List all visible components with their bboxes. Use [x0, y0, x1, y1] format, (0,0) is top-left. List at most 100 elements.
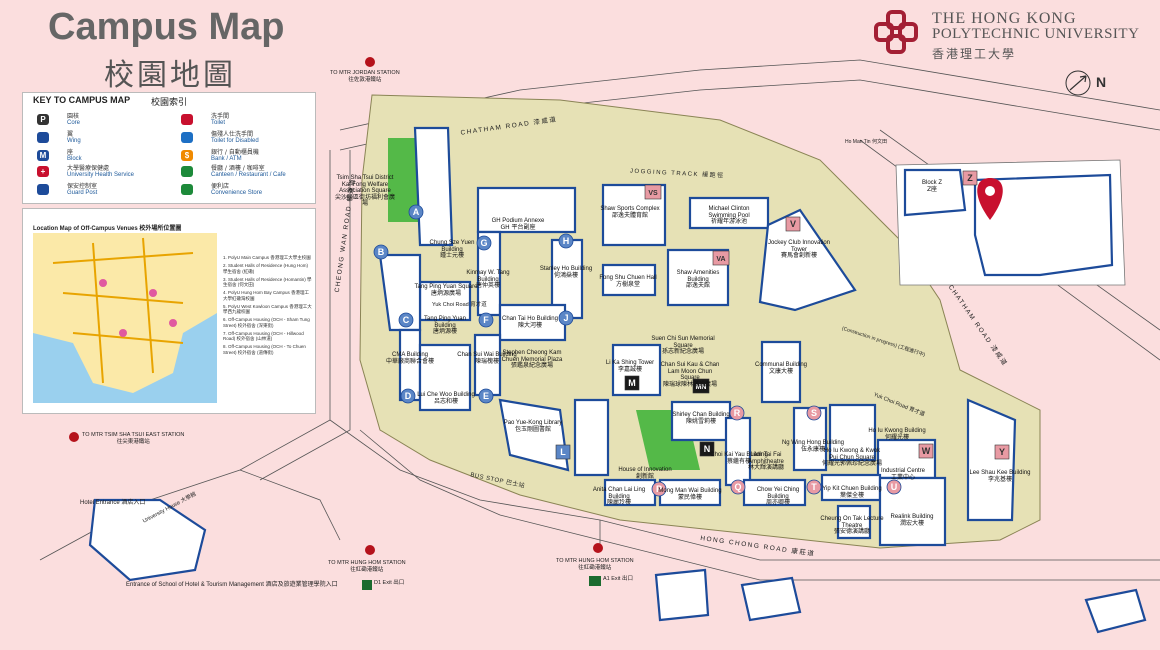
core-y[interactable]: Y — [994, 444, 1010, 460]
core-v[interactable]: V — [785, 216, 801, 232]
core-a[interactable]: A — [408, 204, 424, 220]
campus-buildings — [88, 126, 1147, 634]
wing-icon — [37, 132, 49, 143]
page-title-zh: 校園地圖 — [104, 58, 236, 93]
road-yuk-choi: Yuk Choi Road 育才道 — [432, 302, 487, 308]
core-label: Z — [967, 173, 973, 183]
health-icon: + — [37, 166, 49, 177]
exit-a1-badge — [589, 576, 601, 586]
core-p[interactable]: P — [651, 481, 667, 497]
core-label: J — [563, 313, 568, 323]
core-label: Q — [734, 482, 741, 492]
core-q[interactable]: Q — [730, 479, 746, 495]
core-e[interactable]: E — [478, 388, 494, 404]
core-r[interactable]: R — [729, 405, 745, 421]
core-icon: P — [37, 114, 49, 125]
location-map-title: Location Map of Off-Campus Venues 校外場所位置… — [33, 226, 182, 232]
core-n[interactable]: N — [699, 441, 715, 457]
store-icon — [181, 184, 193, 195]
core-t[interactable]: T — [806, 479, 822, 495]
building-welfare-square[interactable]: Tsim Sha Tsui District Kai Fong Welfare … — [334, 175, 395, 207]
core-d[interactable]: D — [400, 388, 416, 404]
core-label: H — [563, 236, 570, 246]
core-f[interactable]: F — [478, 312, 494, 328]
building-chan-sui-kau[interactable]: Chan Sui Kau & Chan Lam Moon Chun Square… — [660, 362, 720, 388]
core-j[interactable]: J — [558, 310, 574, 326]
core-u[interactable]: U — [886, 479, 902, 495]
core-m[interactable]: M — [624, 375, 640, 391]
atm-icon: $ — [181, 150, 193, 161]
core-mn[interactable]: MN — [692, 378, 710, 394]
core-label: R — [734, 408, 741, 418]
core-label: L — [560, 447, 566, 457]
core-g[interactable]: G — [476, 235, 492, 251]
core-vs[interactable]: VS — [644, 184, 662, 200]
core-s[interactable]: S — [806, 405, 822, 421]
core-l[interactable]: L — [555, 444, 571, 460]
mtr-icons — [69, 57, 603, 555]
core-w[interactable]: W — [918, 443, 934, 459]
university-name-line1: THE HONG KONG — [932, 10, 1077, 27]
block-z-marker-icon[interactable] — [977, 178, 1003, 220]
core-label: S — [811, 408, 817, 418]
core-label: Y — [999, 447, 1005, 457]
core-b[interactable]: B — [373, 244, 389, 260]
venue-item: 3. Student Halls of Residence (Homantin)… — [223, 276, 312, 288]
venue-item: 1. PolyU Main Campus 香港理工大學主校園 — [223, 255, 311, 260]
core-h[interactable]: H — [558, 233, 574, 249]
core-label: U — [891, 482, 898, 492]
core-c[interactable]: C — [398, 312, 414, 328]
core-va[interactable]: VA — [712, 250, 730, 266]
core-z[interactable]: Z — [962, 170, 978, 186]
core-label: C — [403, 315, 410, 325]
hotel-school-entrance-label: Entrance of School of Hotel & Tourism Ma… — [126, 582, 338, 588]
venue-item: 7. Off-Campus Housing (OCH - Hillwood Ro… — [223, 330, 304, 342]
university-logo: THE HONG KONG POLYTECHNIC UNIVERSITY 香港理… — [872, 10, 1152, 62]
polyu-logo-icon — [874, 10, 918, 54]
